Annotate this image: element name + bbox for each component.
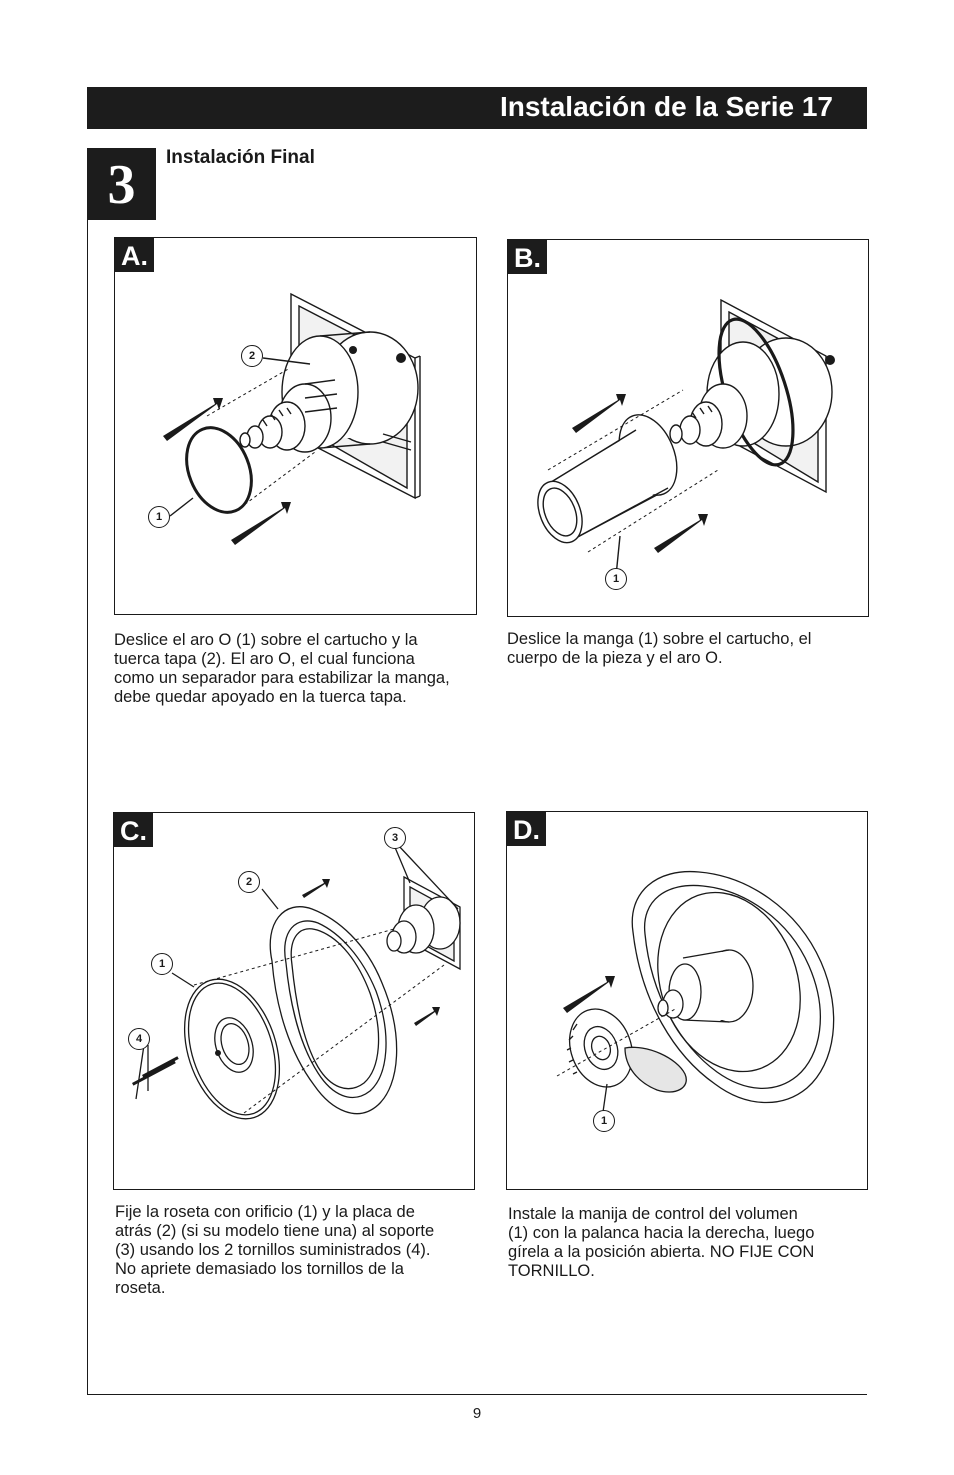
- callout-4: 4: [128, 1028, 150, 1050]
- header-bar: Instalación de la Serie 17: [87, 87, 867, 129]
- caption-a: Deslice el aro O (1) sobre el cartucho y…: [114, 631, 494, 707]
- callout-2: 2: [241, 345, 263, 367]
- illustration-d: [556, 870, 835, 1113]
- page-number: 9: [472, 1405, 482, 1422]
- callout-3: 3: [384, 827, 406, 849]
- caption-line: Fije la roseta con orificio (1) y la pla…: [115, 1203, 415, 1221]
- step-title: Instalación Final: [166, 147, 315, 168]
- panel-label-d: D.: [507, 812, 546, 846]
- bottom-rule: [87, 1394, 867, 1395]
- callout-1: 1: [148, 506, 170, 528]
- callout-1: 1: [605, 568, 627, 590]
- caption-d: Instale la manija de control del volumen…: [508, 1205, 878, 1281]
- caption-line: debe quedar apoyado en la tuerca tapa.: [114, 688, 407, 706]
- callout-1: 1: [151, 953, 173, 975]
- caption-line: atrás (2) (si su modelo tiene una) al so…: [115, 1222, 435, 1240]
- caption-line: gírela a la posición abierta. NO FIJE CO…: [508, 1243, 815, 1261]
- caption-line: (3) usando los 2 tornillos suministrados…: [115, 1241, 431, 1259]
- page-title: Instalación de la Serie 17: [499, 91, 833, 122]
- caption-line: cuerpo de la pieza y el aro O.: [507, 649, 723, 667]
- panel-label-a: A.: [115, 238, 154, 272]
- caption-line: roseta.: [115, 1279, 166, 1297]
- callout-1: 1: [593, 1110, 615, 1132]
- illustration-a: [163, 292, 421, 545]
- caption-c: Fije la roseta con orificio (1) y la pla…: [115, 1203, 485, 1298]
- caption-line: Deslice la manga (1) sobre el cartucho, …: [507, 630, 812, 648]
- panel-a: A. 2 1: [114, 237, 477, 615]
- caption-line: como un separador para estabilizar la ma…: [114, 669, 450, 687]
- illustration-c: [131, 844, 461, 1120]
- caption-line: tuerca tapa (2). El aro O, el cual funci…: [114, 650, 415, 668]
- left-rule: [87, 220, 88, 1395]
- panel-d: D. 1: [506, 811, 868, 1190]
- caption-line: No apriete demasiado los tornillos de la: [115, 1260, 404, 1278]
- caption-line: Deslice el aro O (1) sobre el cartucho y…: [114, 631, 418, 649]
- panel-c: C. 1 2 3 4: [113, 812, 475, 1190]
- panel-b: B. 1: [507, 239, 869, 617]
- caption-line: Instale la manija de control del volumen: [508, 1205, 798, 1223]
- callout-2: 2: [238, 871, 260, 893]
- caption-b: Deslice la manga (1) sobre el cartucho, …: [507, 630, 877, 668]
- caption-line: TORNILLO.: [508, 1262, 595, 1280]
- step-number: 3: [87, 148, 156, 220]
- illustration-b: [537, 298, 835, 577]
- caption-line: (1) con la palanca hacia la derecha, lue…: [508, 1224, 815, 1242]
- panel-label-b: B.: [508, 240, 547, 274]
- panel-label-c: C.: [114, 813, 153, 847]
